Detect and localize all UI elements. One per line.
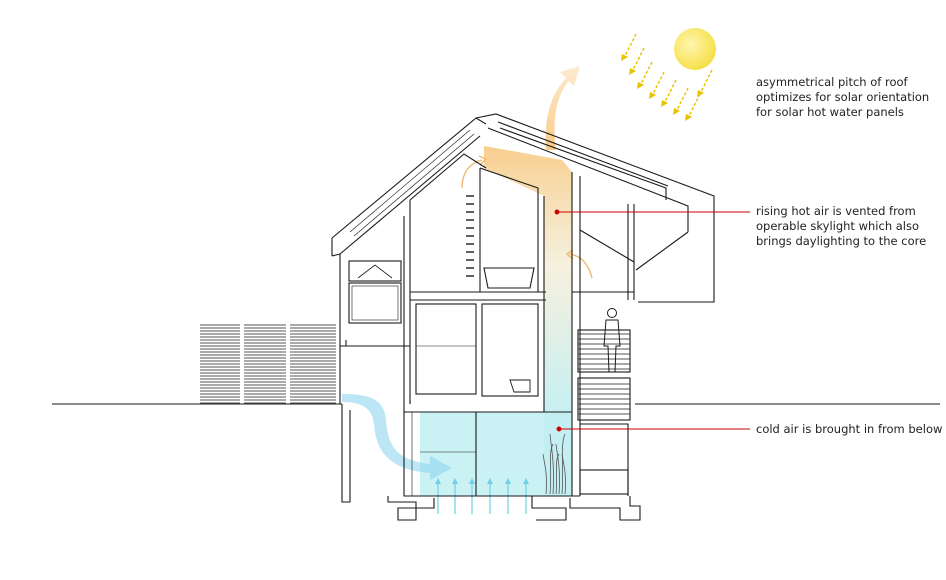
slatted-fence [200, 324, 336, 404]
person-figure [603, 308, 621, 373]
annotation-hot-air: rising hot air is vented from operable s… [756, 204, 927, 248]
wall-hatching [466, 195, 474, 277]
sun-icon [674, 28, 716, 70]
sun-rays [621, 33, 713, 121]
building-section [331, 113, 715, 521]
airflow [342, 66, 593, 514]
annotation-cold-air: cold air is brought in from below [756, 422, 943, 436]
annotation-roof-pitch: asymmetrical pitch of roof optimizes for… [756, 75, 930, 119]
leader-lines [554, 209, 750, 432]
grass-plants [542, 433, 566, 495]
